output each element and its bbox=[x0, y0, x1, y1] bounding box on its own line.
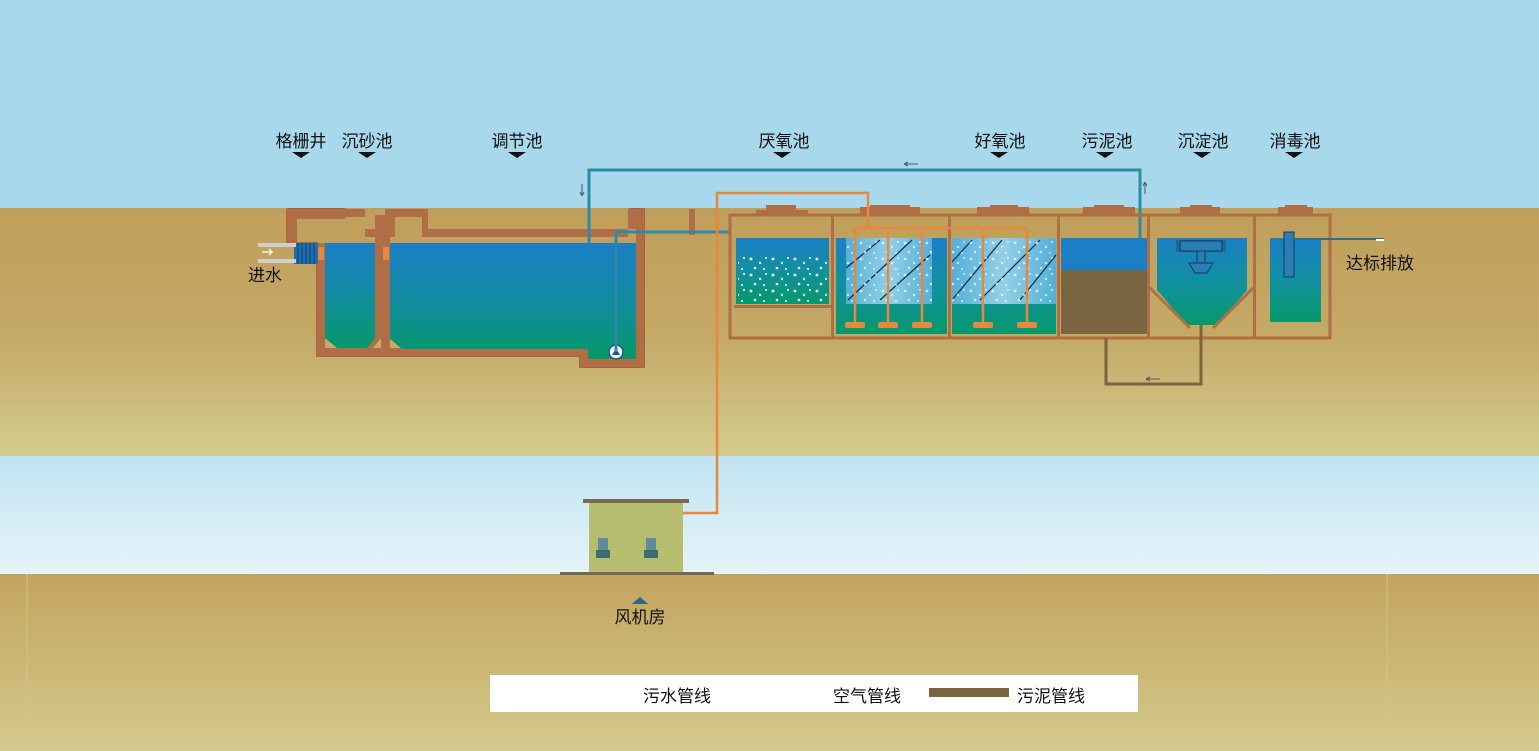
tank-group-right bbox=[728, 205, 1384, 386]
label-grit-tank: 沉砂池 bbox=[341, 132, 393, 152]
label-aerobic-tank: 好氧池 bbox=[974, 132, 1026, 152]
center-feed-well-icon bbox=[1176, 240, 1226, 274]
label-anaerobic-tank: 厌氧池 bbox=[758, 132, 810, 152]
label-sludge-tank: 污泥池 bbox=[1081, 132, 1133, 152]
sky-upper bbox=[0, 0, 1539, 208]
label-markers bbox=[292, 152, 1303, 158]
legend-swatch-sludge bbox=[929, 688, 1009, 697]
label-blower-room: 风机房 bbox=[614, 608, 666, 628]
grille-screen bbox=[294, 243, 318, 264]
soil-lower bbox=[0, 574, 1539, 751]
tank-group-left bbox=[258, 207, 695, 368]
blower-icon bbox=[596, 538, 610, 558]
blower-icon bbox=[644, 538, 658, 558]
sewage-pipes bbox=[587, 168, 1142, 352]
label-grille-well: 格栅井 bbox=[275, 132, 327, 152]
label-water-inlet: 进水 bbox=[248, 266, 282, 286]
label-sedimentation-tank: 沉淀池 bbox=[1177, 132, 1229, 152]
sky-lower bbox=[0, 456, 1539, 574]
label-disinfection-tank: 消毒池 bbox=[1269, 132, 1321, 152]
legend-label-air: 空气管线 bbox=[833, 687, 901, 707]
legend-label-sludge: 污泥管线 bbox=[1017, 687, 1085, 707]
legend-label-sewage: 污水管线 bbox=[643, 687, 711, 707]
legend: 污水管线 空气管线 污泥管线 bbox=[490, 675, 1138, 712]
blower-room bbox=[560, 499, 714, 604]
label-discharge: 达标排放 bbox=[1346, 254, 1414, 274]
dosing-unit-icon bbox=[1283, 231, 1295, 278]
label-equalization-tank: 调节池 bbox=[491, 132, 543, 152]
